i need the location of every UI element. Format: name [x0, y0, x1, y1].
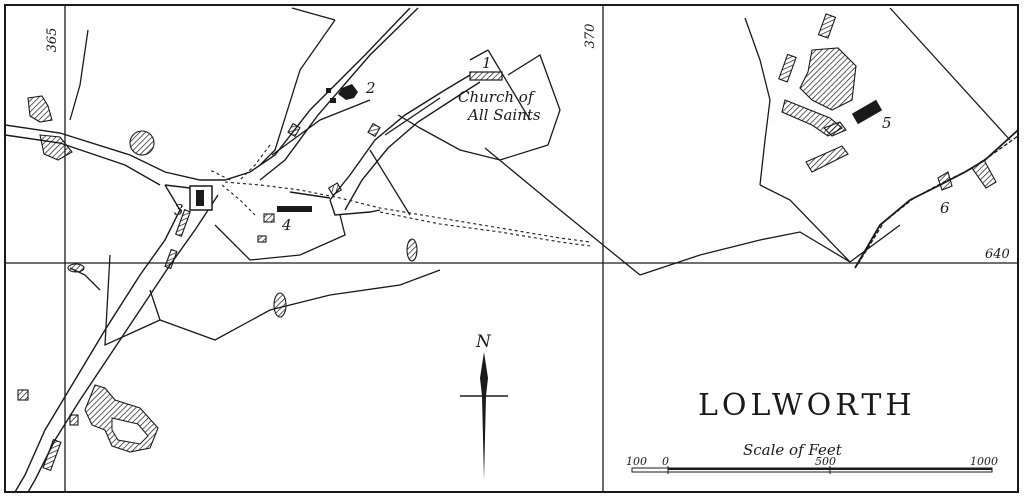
- buildings: [17, 13, 997, 472]
- road-to-church: [329, 74, 471, 201]
- scale-tick-500: 500: [815, 455, 836, 468]
- church-label-line2: All Saints: [466, 106, 541, 124]
- footpaths: [209, 144, 591, 247]
- grid-label-365: 365: [45, 28, 60, 53]
- site-label-3: 3: [174, 201, 184, 219]
- scale-tick-1000: 1000: [970, 455, 998, 468]
- site-4-building: [277, 206, 312, 212]
- north-label: N: [475, 332, 492, 352]
- site-label-5: 5: [882, 114, 892, 132]
- map-title: LOLWORTH: [698, 388, 916, 423]
- site-label-2: 2: [365, 79, 376, 97]
- grid-label-640: 640: [985, 247, 1010, 262]
- scale-bar: Scale of Feet 100 0 500 1000: [626, 441, 998, 474]
- site-label-4: 4: [281, 216, 292, 234]
- scale-tick-0: 0: [662, 455, 669, 468]
- north-arrow: N: [460, 332, 508, 480]
- road-main-west-2: [4, 134, 161, 186]
- site-label-1: 1: [482, 54, 492, 72]
- road-to-church-2: [344, 81, 481, 211]
- map-frame: [4, 4, 1019, 493]
- road-east-lane: [329, 199, 381, 216]
- field-boundaries: [69, 7, 1011, 347]
- site-2-building: [338, 84, 358, 100]
- grid-label-370: 370: [583, 24, 598, 49]
- scale-title: Scale of Feet: [743, 441, 843, 459]
- site-5-building: [851, 99, 883, 125]
- site-label-6: 6: [940, 199, 950, 217]
- road-main-east: [259, 7, 419, 181]
- church-building: [469, 71, 503, 81]
- road-south-2: [27, 194, 219, 493]
- scale-tick-100: 100: [626, 455, 647, 468]
- road-south: [14, 184, 181, 493]
- church-label-line1: Church of: [458, 88, 536, 106]
- road-east-lane-2: [289, 191, 331, 199]
- grid-lines: [5, 5, 1018, 492]
